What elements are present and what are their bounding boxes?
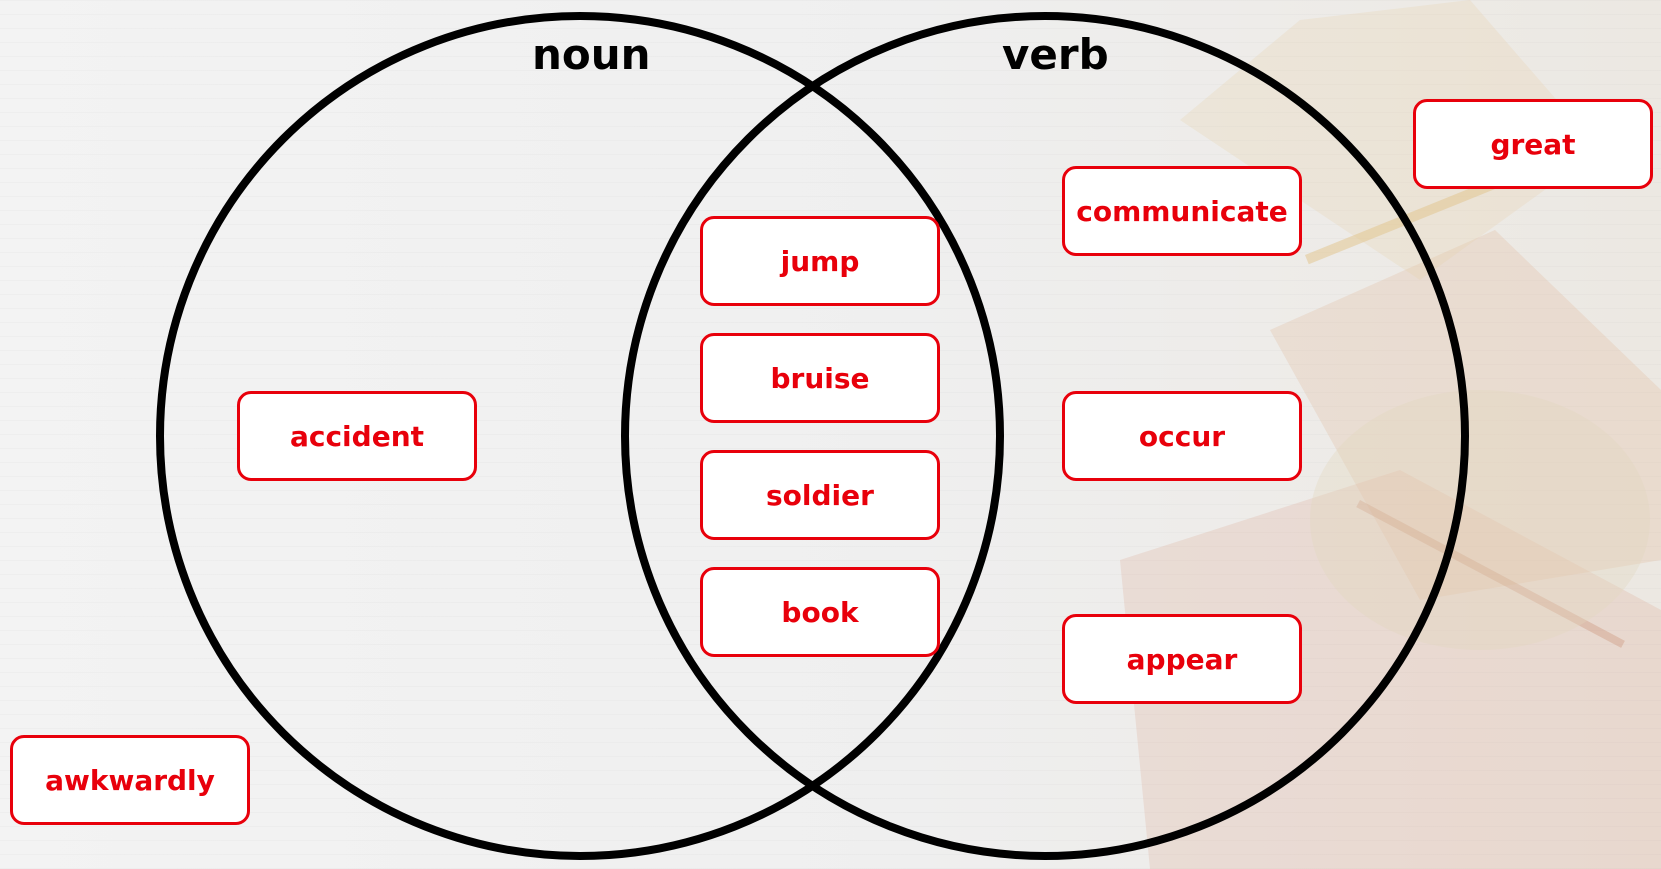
- word-card-appear[interactable]: appear: [1062, 614, 1302, 704]
- noun-circle: [156, 12, 1004, 860]
- noun-heading: noun: [532, 30, 651, 79]
- word-card-great[interactable]: great: [1413, 99, 1653, 189]
- word-card-bruise[interactable]: bruise: [700, 333, 940, 423]
- word-card-communicate[interactable]: communicate: [1062, 166, 1302, 256]
- word-card-soldier[interactable]: soldier: [700, 450, 940, 540]
- word-card-book[interactable]: book: [700, 567, 940, 657]
- verb-heading: verb: [1002, 30, 1109, 79]
- word-card-occur[interactable]: occur: [1062, 391, 1302, 481]
- word-card-jump[interactable]: jump: [700, 216, 940, 306]
- verb-circle: [621, 12, 1469, 860]
- word-card-accident[interactable]: accident: [237, 391, 477, 481]
- word-card-awkwardly[interactable]: awkwardly: [10, 735, 250, 825]
